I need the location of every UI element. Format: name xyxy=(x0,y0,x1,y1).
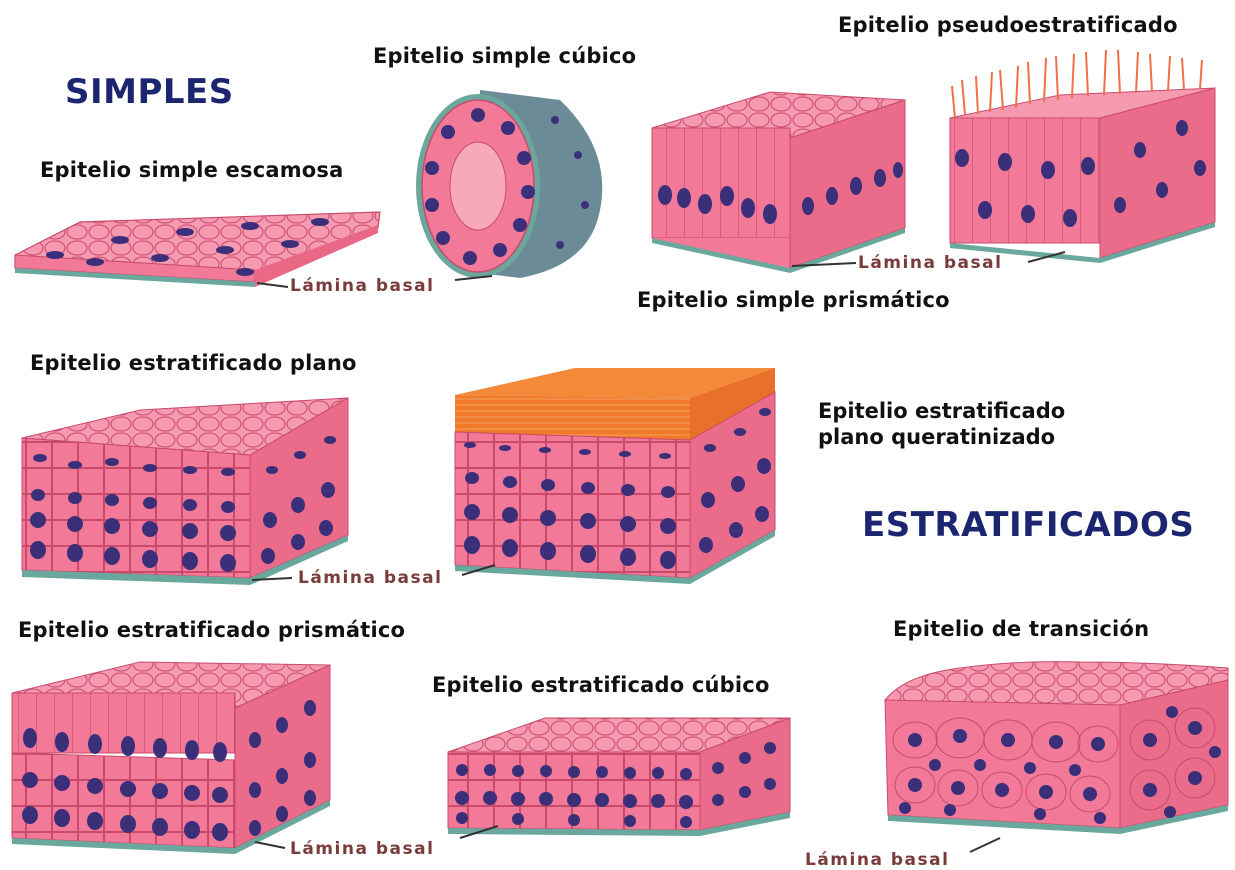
tissue-estratificado-plano-queratinizado xyxy=(455,368,775,584)
tissue-estratificado-prismatico xyxy=(12,662,330,854)
tissue-pseudoestratificado xyxy=(950,50,1215,263)
tissue-estratificado-cubico xyxy=(448,718,790,838)
tissue-transicion xyxy=(885,662,1228,852)
tissue-simple-prismatico xyxy=(652,92,905,273)
tissue-simple-escamosa xyxy=(15,212,380,287)
tissue-estratificado-plano xyxy=(22,398,348,585)
tissue-simple-cubico xyxy=(416,90,602,280)
